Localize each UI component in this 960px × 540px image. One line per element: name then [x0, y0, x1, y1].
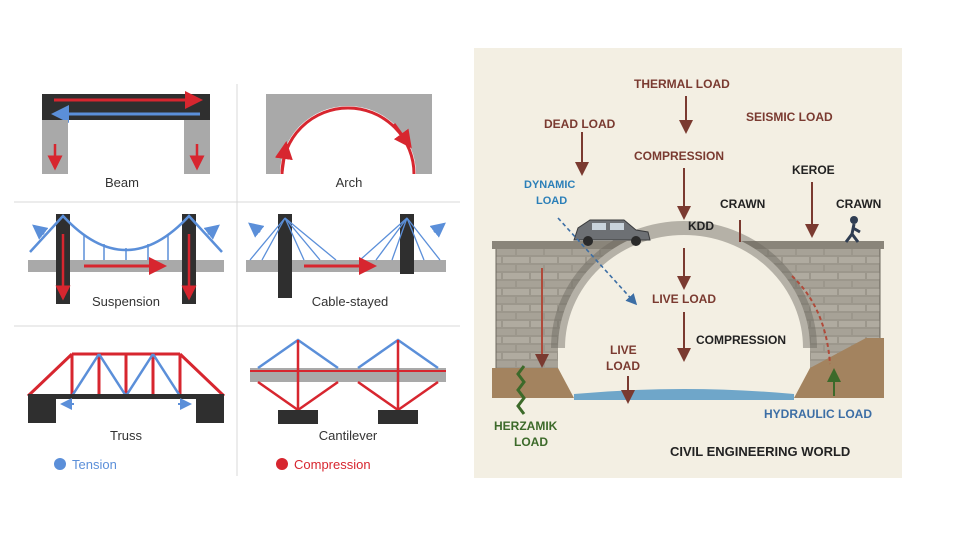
beam-bridge-illustration — [42, 91, 210, 174]
label-herzamik: HERZAMIK — [494, 419, 558, 433]
label-dynamic: DYNAMIC — [524, 179, 575, 191]
footer-brand: CIVIL ENGINEERING WORLD — [670, 444, 850, 459]
arch-loads-panel: THERMAL LOAD DEAD LOAD SEISMIC LOAD COMP… — [474, 48, 902, 478]
caption-suspension: Suspension — [92, 294, 160, 309]
bridge-types-panel: Beam Arch Suspension — [14, 84, 460, 476]
bridge-types-diagram: Beam Arch Suspension — [14, 84, 460, 476]
cantilever-bridge-illustration — [250, 338, 446, 424]
label-seismic-load: SEISMIC LOAD — [746, 110, 833, 124]
suspension-bridge-illustration — [28, 214, 224, 304]
arch-bridge-illustration — [266, 94, 432, 175]
label-live: LIVE — [610, 343, 637, 357]
dynamic-load-pointer — [557, 217, 638, 306]
label-dynamic-load: LOAD — [536, 195, 567, 207]
legend-compression-label: Compression — [294, 457, 371, 472]
caption-truss: Truss — [110, 428, 143, 443]
label-crawn-2: CRAWN — [836, 197, 881, 211]
cable-stayed-bridge-illustration — [246, 214, 446, 298]
label-herzamik-load: LOAD — [514, 435, 548, 449]
pedestrian-icon — [844, 216, 861, 243]
caption-arch: Arch — [336, 175, 363, 190]
label-keroe: KEROE — [792, 163, 835, 177]
legend-tension-swatch — [54, 458, 66, 470]
herzamik-load-wave — [516, 365, 526, 415]
label-dead-load: DEAD LOAD — [544, 117, 616, 131]
label-live-load-2: LOAD — [606, 359, 640, 373]
car-icon — [573, 219, 651, 246]
truss-bridge-illustration — [26, 352, 226, 423]
label-thermal-load: THERMAL LOAD — [634, 77, 730, 91]
label-crawn-1: CRAWN — [720, 197, 765, 211]
legend-tension-label: Tension — [72, 457, 117, 472]
caption-cable-stayed: Cable-stayed — [312, 294, 389, 309]
stone-arch-bridge — [492, 221, 884, 400]
label-compression-top: COMPRESSION — [634, 149, 724, 163]
thrust-arc-line — [791, 275, 831, 365]
arch-loads-diagram: THERMAL LOAD DEAD LOAD SEISMIC LOAD COMP… — [492, 77, 884, 459]
label-compression-mid: COMPRESSION — [696, 333, 786, 347]
label-live-load: LIVE LOAD — [652, 292, 716, 306]
label-hydraulic-load: HYDRAULIC LOAD — [764, 407, 872, 421]
caption-beam: Beam — [105, 175, 139, 190]
caption-cantilever: Cantilever — [319, 428, 378, 443]
legend-compression-swatch — [276, 458, 288, 470]
label-kdd: KDD — [688, 219, 714, 233]
